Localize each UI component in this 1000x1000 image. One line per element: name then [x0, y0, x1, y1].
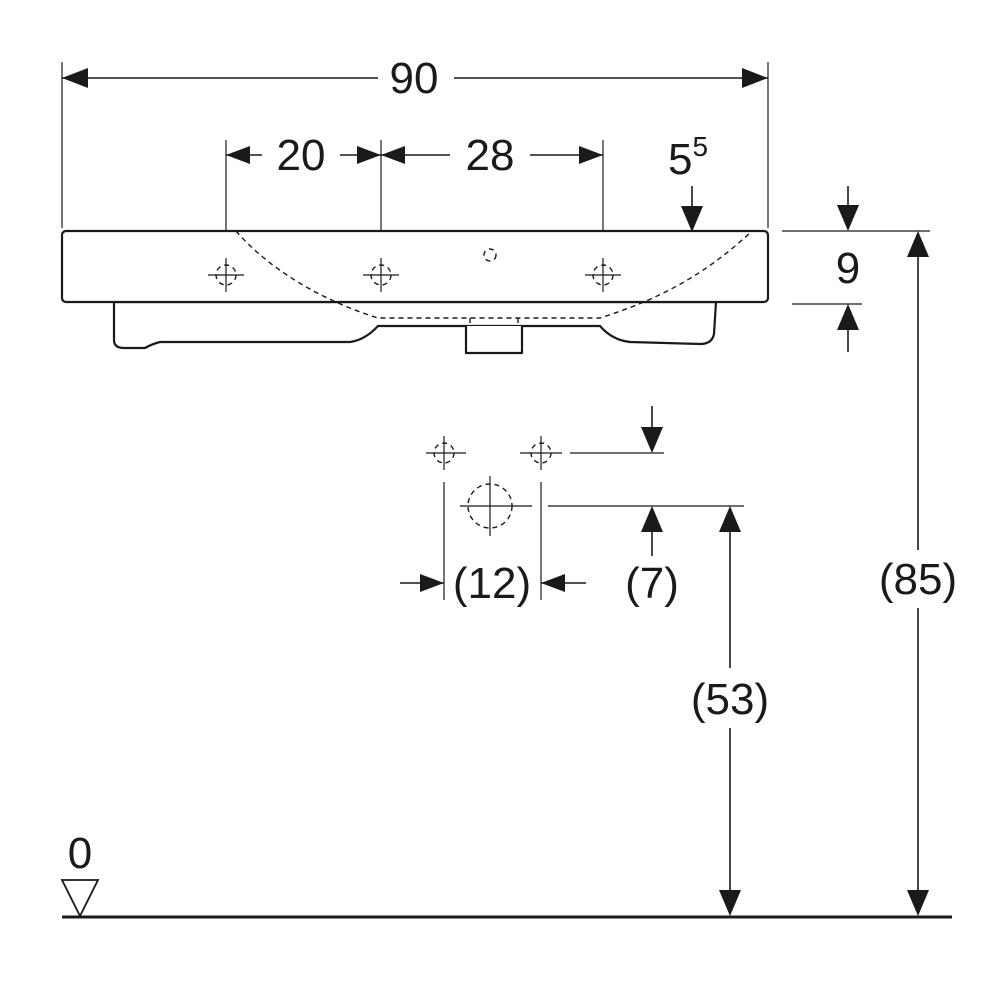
supply-point-icon — [520, 436, 562, 470]
total-height-dimension: (85) — [879, 231, 957, 916]
basin-height-dimension: 9 — [782, 186, 930, 352]
rim-offset-base: 5 — [668, 135, 692, 184]
hole-spacing-dimension: 20 28 — [225, 131, 604, 262]
basin-lower-body — [112, 300, 718, 350]
overall-width-dimension: 90 — [61, 54, 769, 228]
tap-hole-icon — [208, 258, 244, 292]
waste-height-dimension: (53) — [691, 506, 769, 916]
connection-points — [426, 436, 562, 536]
supply-offset-dimension: (7) — [548, 406, 744, 608]
supply-offset-label: (7) — [625, 559, 679, 608]
basin-top-slab — [60, 229, 770, 304]
floor-level: 0 — [60, 829, 952, 919]
bowl-outline-hidden — [235, 230, 753, 319]
total-height-label: (85) — [879, 555, 957, 604]
washbasin — [60, 229, 770, 355]
rim-offset-superscript: 5 — [692, 131, 708, 162]
waste-height-label: (53) — [691, 675, 769, 724]
waste-hidden-line — [469, 318, 519, 326]
basin-height-label: 9 — [836, 244, 860, 293]
waste-point-icon — [460, 476, 532, 536]
floor-level-label: 0 — [68, 829, 92, 878]
supply-point-icon — [426, 436, 466, 470]
tap-hole-icon — [363, 258, 399, 292]
rim-offset-label: 55 — [668, 131, 708, 184]
tap-hole-icon — [585, 258, 621, 292]
waste-outlet — [464, 326, 524, 355]
supply-spacing-dimension: (12) — [400, 482, 586, 608]
hole-spacing-left-label: 20 — [277, 131, 326, 180]
hole-spacing-right-label: 28 — [466, 131, 515, 180]
level-marker-icon — [60, 879, 100, 919]
overflow-hole-icon — [483, 248, 497, 262]
overall-width-label: 90 — [390, 54, 439, 103]
supply-spacing-label: (12) — [453, 559, 531, 608]
